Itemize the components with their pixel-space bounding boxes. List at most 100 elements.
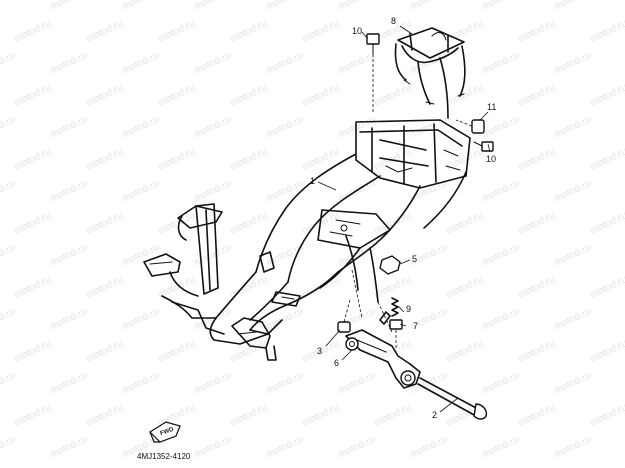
watermark-text: motod.ru [481, 50, 521, 77]
bolt-10-right [473, 141, 494, 152]
watermark-text: motod.ru [49, 0, 89, 13]
watermark-text: motod.ru [0, 306, 17, 333]
watermark-text: motod.ru [13, 146, 53, 173]
watermark-text: motod.ru [589, 18, 625, 45]
watermark-text: motod.ru [49, 242, 89, 269]
watermark-text: motod.ru [373, 274, 413, 301]
watermark-text: motod.ru [121, 0, 161, 13]
forward-badge-text: FWD [160, 427, 176, 438]
bolt-7-part [379, 311, 391, 325]
watermark-text: motod.ru [409, 0, 449, 13]
watermark-text: motod.ru [517, 274, 557, 301]
watermark-text: motod.ru [0, 114, 17, 141]
watermark-text: motod.ru [481, 178, 521, 205]
watermark-text: motod.ru [337, 114, 377, 141]
watermark-text: motod.ru [265, 306, 305, 333]
watermark-text: motod.ru [13, 210, 53, 237]
watermark-text: motod.ru [229, 82, 269, 109]
watermark-text: motod.ru [49, 114, 89, 141]
watermark-text: motod.ru [373, 82, 413, 109]
watermark-text: motod.ru [229, 18, 269, 45]
callout-5: 5 [412, 254, 417, 264]
watermark-text: motod.ru [265, 434, 305, 461]
watermark-text: motod.ru [157, 146, 197, 173]
callout-10-right: 10 [486, 154, 496, 164]
watermark-text: motod.ru [373, 338, 413, 365]
watermark-text: motod.ru [13, 82, 53, 109]
watermark-text: motod.ru [553, 50, 593, 77]
watermark-text: motod.ru [121, 178, 161, 205]
watermark-text: motod.ru [301, 18, 341, 45]
watermark-text: motod.ru [481, 434, 521, 461]
watermark-text: motod.ru [229, 402, 269, 429]
watermark-text: motod.ru [481, 0, 521, 13]
watermark-text: motod.ru [85, 82, 125, 109]
collar-3-part [337, 299, 351, 333]
watermark-text: motod.ru [265, 0, 305, 13]
watermark-text: motod.ru [0, 370, 17, 397]
watermark-text: motod.ru [553, 114, 593, 141]
watermark-text: motod.ru [481, 370, 521, 397]
watermark-text: motod.ru [49, 178, 89, 205]
reference-code: 4MJ1352-4120 [137, 452, 191, 461]
watermark-text: motod.ru [0, 434, 17, 461]
watermark-text: motod.ru [121, 242, 161, 269]
watermark-text: motod.ru [553, 242, 593, 269]
callout-labels: 8 10 11 10 1 5 9 7 3 6 2 [310, 16, 496, 420]
watermark-text: motod.ru [481, 242, 521, 269]
callout-11: 11 [487, 102, 496, 112]
watermark-text: motod.ru [0, 0, 17, 13]
watermark-text: motod.ru [0, 242, 17, 269]
watermark-text: motod.ru [49, 434, 89, 461]
watermark-text: motod.ru [193, 0, 233, 13]
watermark-text: motod.ru [517, 210, 557, 237]
watermark-text: motod.ru [373, 402, 413, 429]
watermark-text: motod.ru [157, 18, 197, 45]
watermark-text: motod.ru [157, 82, 197, 109]
watermark-text: motod.ru [157, 210, 197, 237]
watermark-text: motod.ru [121, 50, 161, 77]
forward-arrow-icon: FWD [149, 421, 181, 443]
collar-11-part [455, 119, 485, 134]
watermark-text: motod.ru [193, 370, 233, 397]
watermark-text: motod.ru [265, 114, 305, 141]
callout-9: 8 [391, 16, 396, 26]
watermark-text: motod.ru [265, 370, 305, 397]
nut-5-part [379, 255, 411, 275]
watermark-text: motod.ru [337, 50, 377, 77]
watermark-text: motod.ru [301, 146, 341, 173]
watermark-text: motod.ru [445, 274, 485, 301]
watermark-text: motod.ru [85, 274, 125, 301]
watermark-text: motod.ru [265, 50, 305, 77]
watermark-text: motod.ru [553, 306, 593, 333]
watermark-text: motod.ru [193, 50, 233, 77]
watermark-text: motod.ru [85, 338, 125, 365]
watermark-text: motod.ru [13, 274, 53, 301]
watermark-text: motod.ru [517, 146, 557, 173]
watermark-text: motod.ru [337, 370, 377, 397]
watermark-text: motod.ru [337, 0, 377, 13]
watermark-text: motod.ru [589, 274, 625, 301]
callout-3: 3 [317, 346, 322, 356]
watermark-text: motod.ru [301, 82, 341, 109]
watermark-text: motod.ru [445, 338, 485, 365]
main-frame-part [143, 119, 471, 361]
watermark-text: motod.ru [229, 210, 269, 237]
watermark-text: motod.ru [0, 178, 17, 205]
watermark-text: motod.ru [13, 18, 53, 45]
watermark-text: motod.ru [589, 82, 625, 109]
pivot-shaft-2-part [417, 377, 488, 420]
watermark-text: motod.ru [481, 306, 521, 333]
watermark-text: motod.ru [85, 210, 125, 237]
watermark-text: motod.ru [193, 114, 233, 141]
watermark-text: motod.ru [445, 18, 485, 45]
watermark-text: motod.ru [517, 338, 557, 365]
watermark-text: motod.ru [13, 338, 53, 365]
watermark-text: motod.ru [445, 146, 485, 173]
watermark-text: motod.ru [445, 82, 485, 109]
watermark-text: motod.ru [49, 50, 89, 77]
watermark-text: motod.ru [121, 370, 161, 397]
watermark-text: motod.ru [589, 210, 625, 237]
watermark-text: motod.ru [121, 306, 161, 333]
